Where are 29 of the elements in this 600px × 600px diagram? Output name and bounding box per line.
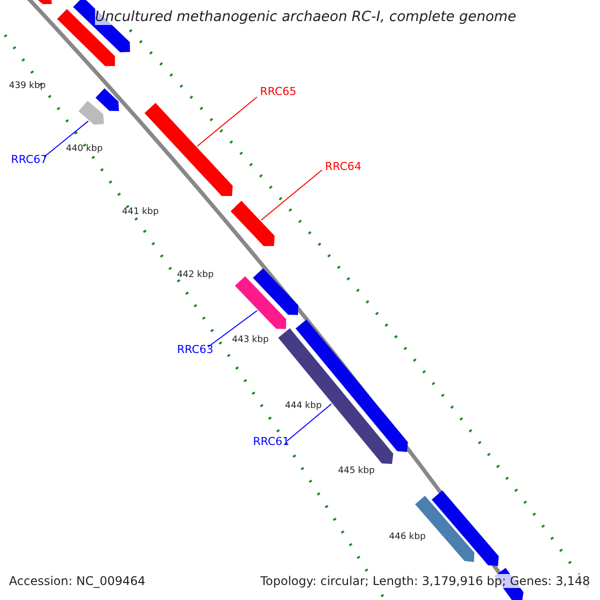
scale-label: 444 kbp (285, 401, 322, 411)
scale-label: 441 kbp (122, 207, 159, 217)
leader-line (260, 170, 322, 221)
accession-text: Accession: NC_009464 (9, 574, 146, 588)
gene-feature (252, 268, 298, 315)
gene-label: RRC65 (260, 85, 296, 98)
gene-label: RRC63 (177, 343, 214, 356)
gene-feature (230, 200, 275, 246)
scale-label: 443 kbp (232, 335, 269, 345)
gene-label: RRC61 (253, 435, 290, 448)
gene-feature (78, 100, 104, 125)
leader-line (208, 310, 258, 348)
leader-line (196, 96, 258, 147)
scale-label: 442 kbp (177, 270, 214, 280)
scale-label: 446 kbp (389, 532, 426, 542)
scale-label: 440 kbp (66, 144, 103, 154)
gene-feature (144, 102, 233, 196)
gene-label: RRC64 (325, 160, 362, 173)
leader-line (286, 403, 332, 442)
gene-feature (96, 88, 119, 111)
genome-info-text: Topology: circular; Length: 3,179,916 bp; Genes: 3,148 (260, 574, 590, 588)
gene-label: RRC67 (11, 153, 48, 166)
leader-line (44, 120, 89, 158)
gene-feature (234, 276, 286, 329)
gene-feature (36, 0, 52, 4)
gene-feature (432, 490, 499, 566)
title: Uncultured methanogenic archaeon RC-I, complete genome (95, 9, 516, 25)
scale-label: 445 kbp (338, 466, 375, 476)
scale-label: 439 kbp (9, 81, 46, 91)
